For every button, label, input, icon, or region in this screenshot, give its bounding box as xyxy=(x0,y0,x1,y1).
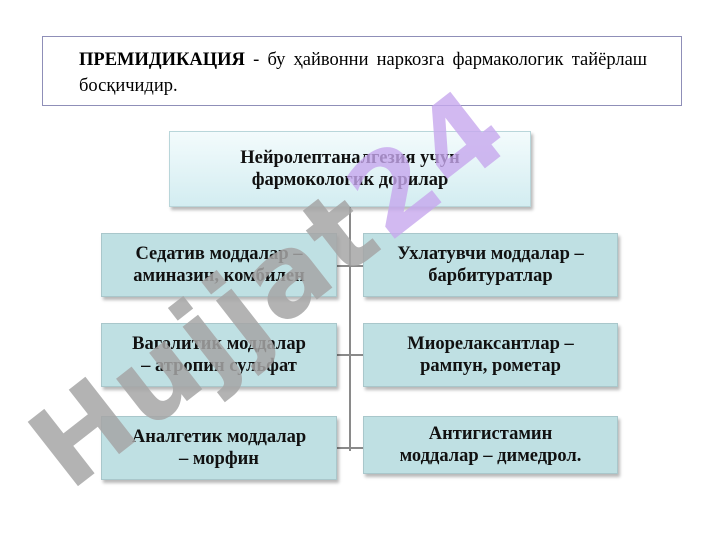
node-muscle-relaxants: Миорелаксантлар – рампун, рометар xyxy=(363,323,618,387)
connector-right-1 xyxy=(350,265,363,267)
root-node-line-2: фармокологик дорилар xyxy=(251,170,449,190)
root-node: Нейролептаналгезия учун фармокологик дор… xyxy=(169,131,531,207)
node-sedatives-line-1: Седатив моддалар – xyxy=(135,244,303,264)
connector-right-3 xyxy=(350,447,363,449)
connector-left-2 xyxy=(337,354,350,356)
node-analgesics-line-2: – морфин xyxy=(179,449,259,469)
node-antihistamines-line-1: Антигистамин xyxy=(428,424,553,444)
node-muscle-relaxants-line-1: Миорелаксантлар – xyxy=(407,334,574,354)
node-sedatives-line-2: аминазин, комбилен xyxy=(133,266,305,286)
node-vagolytics: Ваголитик моддалар – атропин сульфат xyxy=(101,323,337,387)
connector-left-1 xyxy=(337,265,350,267)
node-hypnotics: Ухлатувчи моддалар – барбитуратлар xyxy=(363,233,618,297)
definition-box: ПРЕМИДИКАЦИЯ - бу ҳайвонни наркозга фарм… xyxy=(42,36,682,106)
node-analgesics-line-1: Аналгетик моддалар xyxy=(131,427,307,447)
node-vagolytics-line-1: Ваголитик моддалар xyxy=(132,334,306,354)
definition-term: ПРЕМИДИКАЦИЯ xyxy=(79,50,245,70)
root-node-line-1: Нейролептаналгезия учун xyxy=(240,148,460,168)
node-muscle-relaxants-line-2: рампун, рометар xyxy=(420,356,561,376)
node-vagolytics-line-2: – атропин сульфат xyxy=(141,356,297,376)
connector-right-2 xyxy=(350,354,363,356)
node-sedatives: Седатив моддалар – аминазин, комбилен xyxy=(101,233,337,297)
node-hypnotics-line-2: барбитуратлар xyxy=(428,266,553,286)
connector-trunk xyxy=(349,207,351,451)
node-analgesics: Аналгетик моддалар – морфин xyxy=(101,416,337,480)
node-antihistamines: Антигистамин моддалар – димедрол. xyxy=(363,416,618,474)
definition-description: бу ҳайвонни наркозга фармакологик тайёрл… xyxy=(79,50,648,96)
node-antihistamines-line-2: моддалар – димедрол. xyxy=(399,446,582,466)
definition-text: ПРЕМИДИКАЦИЯ - бу ҳайвонни наркозга фарм… xyxy=(79,47,647,99)
connector-left-3 xyxy=(337,447,350,449)
definition-separator: - xyxy=(253,50,260,70)
node-hypnotics-line-1: Ухлатувчи моддалар – xyxy=(397,244,584,264)
